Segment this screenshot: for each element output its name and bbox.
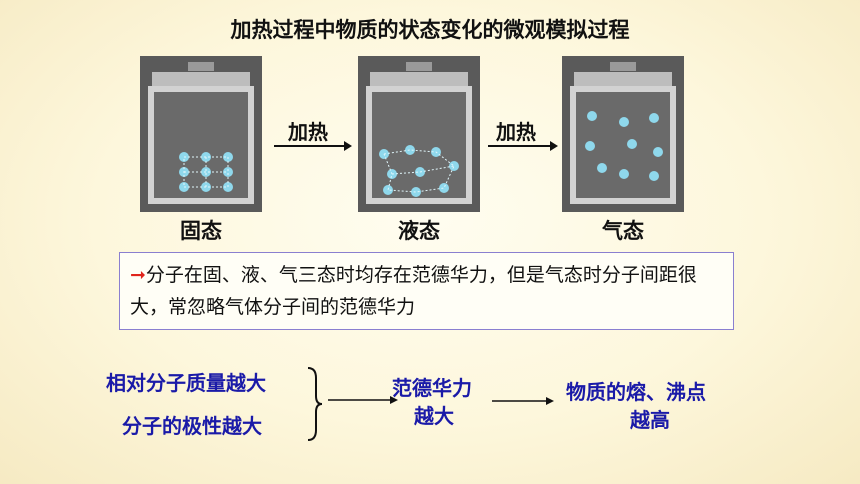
note-text: 分子在固、液、气三态时均存在范德华力，但是气态时分子间距很大，常忽略气体分子间的… [130, 264, 697, 318]
vdw-force-line1: 范德华力 [392, 376, 472, 400]
gas-state-label: 气态 [602, 219, 644, 243]
factor-molecular-mass: 相对分子质量越大 [106, 371, 266, 395]
liquid-state-container [358, 56, 480, 212]
solid-state-label: 固态 [180, 219, 222, 243]
slide-title: 加热过程中物质的状态变化的微观模拟过程 [230, 18, 630, 42]
gas-state-container [562, 56, 684, 212]
note-box: ➞分子在固、液、气三态时均存在范德华力，但是气态时分子间距很大，常忽略气体分子间… [119, 252, 734, 330]
red-arrow-icon: ➞ [130, 264, 146, 286]
gas-particles [585, 111, 663, 181]
curly-brace-icon [307, 367, 323, 441]
factor-polarity: 分子的极性越大 [122, 414, 262, 438]
flow-arrow-1 [328, 396, 398, 404]
result-line2: 越高 [630, 408, 670, 432]
heat-label-1: 加热 [288, 120, 328, 144]
liquid-state-label: 液态 [398, 219, 440, 243]
heat-label-2: 加热 [496, 120, 536, 144]
result-line1: 物质的熔、沸点 [566, 380, 706, 404]
flow-arrow-2 [492, 397, 554, 405]
heat-arrow-2 [488, 141, 558, 151]
heat-arrow-1 [274, 141, 352, 151]
solid-state-container [140, 56, 262, 212]
vdw-force-line2: 越大 [414, 404, 454, 428]
